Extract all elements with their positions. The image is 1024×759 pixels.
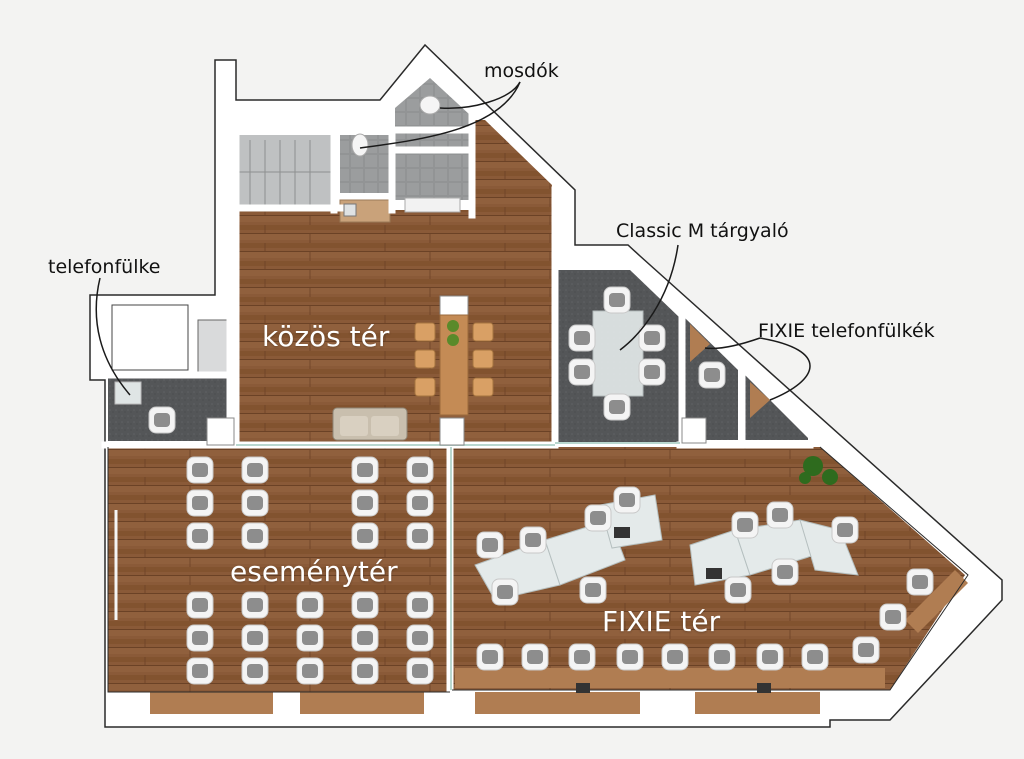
callout-lines [95,81,811,401]
room-label-fixie-ter: FIXIE tér [602,605,721,638]
kitchen-sink [343,203,357,217]
esemenyter-floor [108,447,450,692]
room-label-kozos-ter: közös tér [262,320,390,353]
sofa [332,407,408,441]
diagonal-desk [905,570,968,633]
front-desk-strip [455,668,885,688]
wall-outlines [107,446,969,693]
booth-desk [750,382,770,418]
bench [475,692,640,714]
callout-fixie-fulkek: FIXIE telefonfülkék [758,320,935,342]
bench [695,692,820,714]
storage-room [197,319,231,376]
pillar [439,295,469,317]
callout-classic-m: Classic M tárgyaló [616,220,789,242]
pillar [206,417,235,446]
restroom-floor [395,152,470,200]
bench [300,692,424,714]
stools [414,322,494,397]
toilet [351,133,369,157]
callout-mosdok: mosdók [484,60,559,82]
pillar [681,417,707,444]
booth-chair [698,361,726,389]
booth-chair [148,406,176,434]
potted-plant [799,456,838,485]
room-label-esemenyter: eseménytér [230,555,398,588]
pillar [439,417,465,446]
toilet [419,95,441,115]
meeting-table [592,310,644,397]
sink-counter [404,197,461,213]
callout-telefonfulke: telefonfülke [48,256,161,278]
storage-room [111,304,189,371]
bench [150,692,273,714]
laptops [576,527,771,693]
plant [447,320,459,332]
stairs [236,140,334,205]
stairs-floor [236,135,334,207]
booth-desk [690,324,710,362]
plant [447,334,459,346]
glass-partitions [236,442,680,690]
